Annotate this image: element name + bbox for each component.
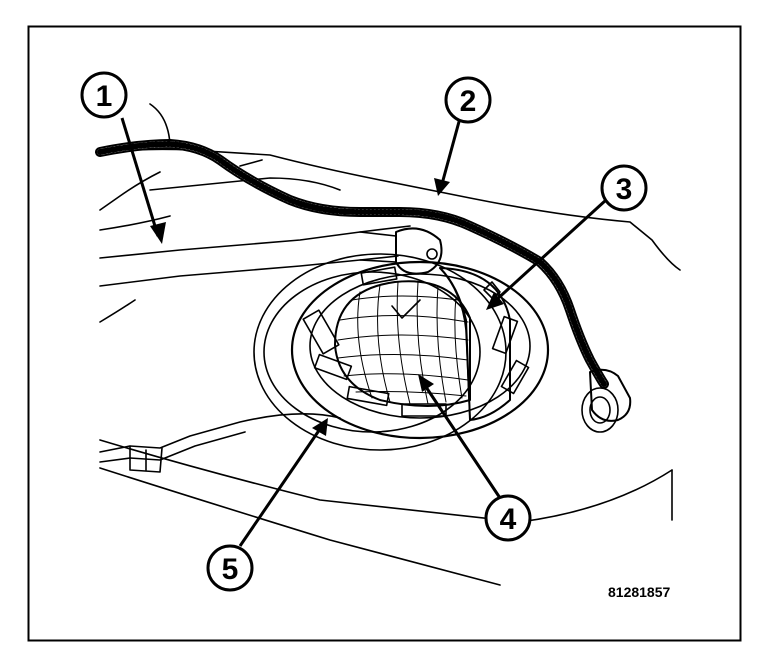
- wiring-harness-fill: [97, 141, 607, 387]
- fitting-neck: [359, 231, 397, 263]
- callout-1: 1: [80, 71, 128, 119]
- arrowhead-5: [312, 418, 328, 436]
- lock-ring-slot: [313, 353, 353, 381]
- lock-ring-slot: [302, 309, 340, 355]
- tank-corner: [99, 299, 136, 323]
- callout-4: 4: [484, 494, 532, 542]
- callout-3-label: 3: [616, 173, 633, 206]
- dome-mark: [391, 299, 421, 319]
- module-dome: [334, 280, 471, 407]
- lock-ring-slot: [360, 266, 398, 286]
- arrowhead-1: [150, 222, 166, 244]
- callout-3: 3: [600, 164, 648, 212]
- leader-1: [120, 117, 160, 237]
- leader-4: [422, 383, 502, 499]
- vapor-line-clip: [129, 445, 163, 473]
- callout-5: 5: [206, 544, 254, 592]
- callout-4-label: 4: [500, 503, 517, 536]
- module-recess-inner: [263, 271, 481, 433]
- fuel-line-lower: [99, 255, 399, 287]
- tank-panel-line: [149, 177, 341, 191]
- tank-lower-edge: [99, 439, 673, 523]
- vapor-line-upper: [99, 413, 341, 453]
- harness-connector: [589, 368, 632, 422]
- fitting-bolt: [426, 248, 438, 260]
- tank-seam-2: [239, 159, 263, 167]
- callout-2-label: 2: [460, 85, 477, 118]
- arrowhead-2: [434, 178, 450, 196]
- arrowhead-3: [486, 292, 504, 310]
- tank-seam: [99, 215, 171, 231]
- callout-5-label: 5: [222, 553, 239, 586]
- figure-number: 81281857: [608, 584, 671, 600]
- arrowhead-4: [418, 374, 434, 392]
- module-cover-tab: [483, 281, 501, 299]
- leader-lines: [120, 117, 608, 547]
- harness-grommet: [581, 387, 619, 433]
- line-art: [95, 103, 681, 586]
- wiring-harness-corrugation: [97, 141, 607, 387]
- lock-ring-outer: [290, 260, 550, 440]
- figure-frame: [27, 25, 742, 642]
- tank-lower-edge-2: [99, 467, 501, 586]
- vapor-line-lower: [99, 431, 246, 463]
- harness-grommet-inner: [589, 396, 611, 424]
- tank-top-edge: [99, 148, 681, 271]
- callout-1-label: 1: [96, 80, 113, 113]
- callout-2: 2: [444, 76, 492, 124]
- leader-3: [492, 198, 608, 304]
- fuel-line-upper: [99, 225, 411, 259]
- module-mesh: [337, 281, 469, 405]
- lock-ring-slot: [491, 315, 519, 355]
- harness-clip-line: [149, 103, 171, 145]
- lock-ring-slot: [500, 359, 530, 395]
- fuel-line-fitting: [395, 227, 443, 275]
- tank-front-edge: [99, 171, 161, 211]
- module-cover-edge: [439, 267, 471, 421]
- leader-2: [440, 117, 462, 185]
- wiring-harness: [95, 139, 609, 389]
- leader-5: [238, 425, 324, 547]
- lock-ring-slot: [401, 403, 447, 417]
